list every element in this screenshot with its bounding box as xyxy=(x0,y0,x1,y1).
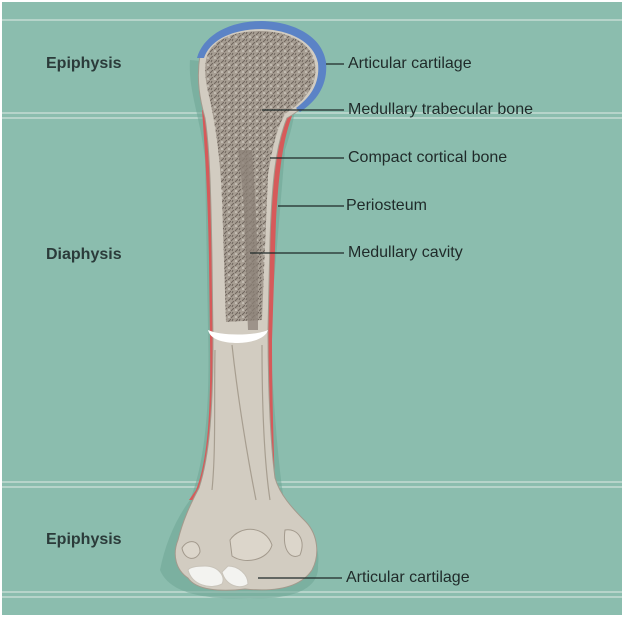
label-articular-cartilage-bottom: Articular cartilage xyxy=(346,569,470,586)
label-epiphysis-top: Epiphysis xyxy=(46,55,122,72)
medullary-cavity-core xyxy=(238,150,258,330)
shaft-contour-lines xyxy=(211,344,271,501)
label-medullary-trabecular-bone: Medullary trabecular bone xyxy=(348,101,533,118)
label-periosteum: Periosteum xyxy=(346,197,427,214)
label-articular-cartilage-top: Articular cartilage xyxy=(348,55,472,72)
region-band-lines xyxy=(2,19,622,598)
articular-cartilage-bottom-shape xyxy=(187,565,249,588)
cut-section-ring xyxy=(208,330,268,343)
label-epiphysis-bottom: Epiphysis xyxy=(46,531,122,548)
label-medullary-cavity: Medullary cavity xyxy=(348,244,463,261)
leader-lines xyxy=(250,63,344,579)
spongy-bone-head xyxy=(205,31,316,322)
label-compact-cortical-bone: Compact cortical bone xyxy=(348,149,508,166)
label-diaphysis: Diaphysis xyxy=(46,246,122,263)
condyle-details xyxy=(181,528,303,561)
